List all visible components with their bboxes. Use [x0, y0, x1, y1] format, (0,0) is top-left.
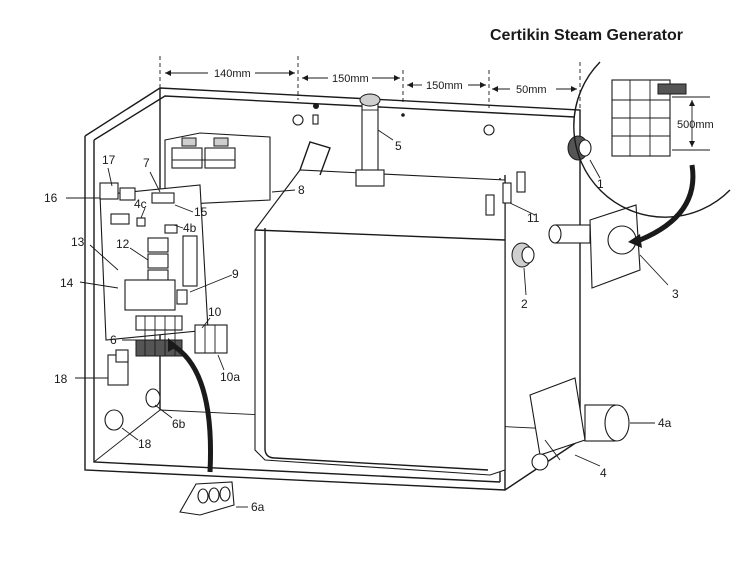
callout-4a: 4a	[658, 416, 672, 430]
dimension-lines	[159, 56, 581, 110]
terminal-blocks	[135, 315, 228, 357]
steam-tank	[254, 141, 506, 476]
callout-10a: 10a	[220, 370, 240, 384]
callout-17: 17	[102, 153, 116, 167]
heater-element-fitting	[548, 204, 641, 289]
callout-3: 3	[672, 287, 679, 301]
steam-outlet-pipe	[355, 93, 385, 187]
callout-9: 9	[232, 267, 239, 281]
diagram-title: Certikin Steam Generator	[490, 27, 683, 44]
side-fittings	[485, 135, 592, 268]
dimension-50: 50mm	[516, 84, 547, 96]
inset-detail	[573, 61, 731, 218]
cable-glands	[104, 349, 161, 431]
callout-4b: 4b	[183, 221, 197, 235]
callout-14: 14	[60, 276, 74, 290]
callout-15: 15	[194, 205, 208, 219]
callout-4c: 4c	[134, 197, 147, 211]
callout-1: 1	[597, 177, 604, 191]
callout-4: 4	[600, 466, 607, 480]
mounting-holes	[292, 103, 495, 136]
inset-dimension-500: 500mm	[677, 119, 714, 131]
drain-valve	[529, 377, 630, 471]
callout-8: 8	[298, 183, 305, 197]
callout-5: 5	[395, 139, 402, 153]
terminal-block-detail	[179, 481, 235, 516]
callout-13: 13	[71, 235, 85, 249]
callout-10: 10	[208, 305, 222, 319]
callout-18-lower: 18	[138, 437, 152, 451]
callout-16: 16	[44, 191, 58, 205]
callout-6a: 6a	[251, 500, 265, 514]
dimension-150-a: 150mm	[332, 73, 369, 85]
callout-2: 2	[521, 297, 528, 311]
dimension-150-b: 150mm	[426, 80, 463, 92]
callout-6: 6	[110, 333, 117, 347]
callout-12: 12	[116, 237, 130, 251]
callout-18-upper: 18	[54, 372, 68, 386]
pcb-panel	[99, 182, 209, 341]
callout-11: 11	[527, 211, 540, 225]
callout-6b: 6b	[172, 417, 186, 431]
leader-lines	[66, 129, 669, 508]
arrows	[168, 164, 696, 473]
callout-7: 7	[143, 156, 150, 170]
dimension-140: 140mm	[214, 68, 251, 80]
